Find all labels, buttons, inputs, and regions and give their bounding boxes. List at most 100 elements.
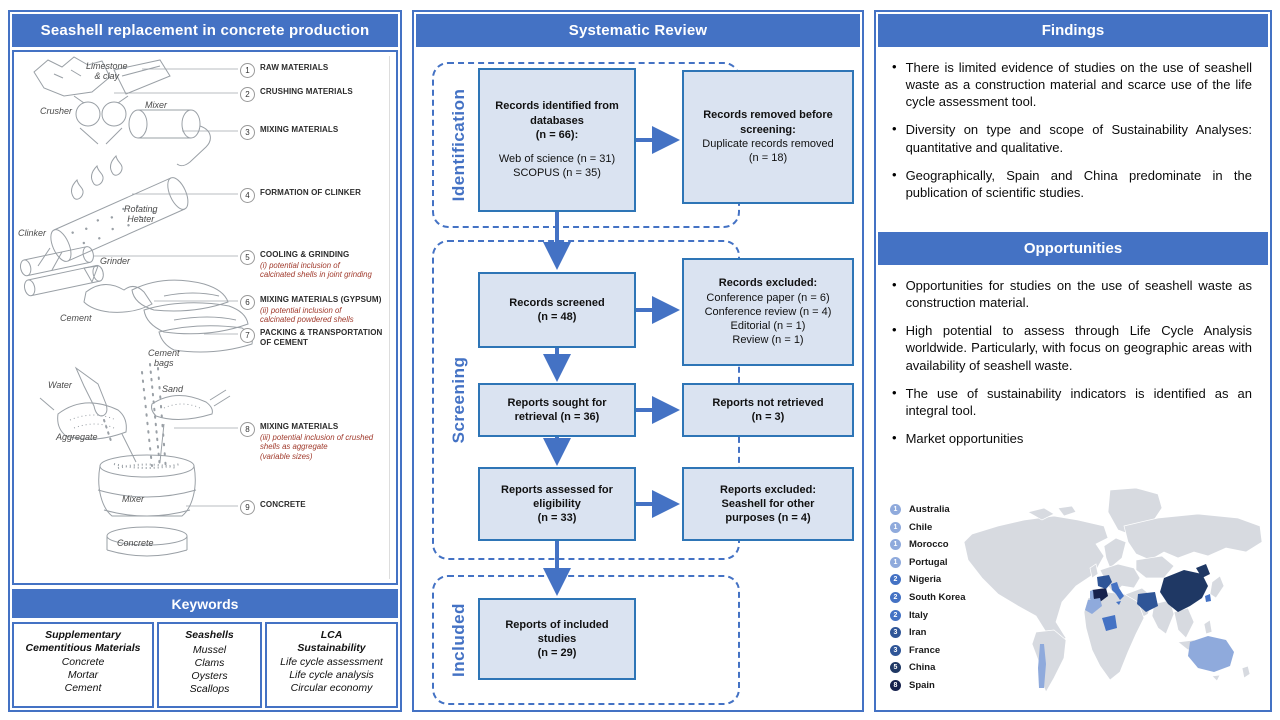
country-south-korea: [1205, 594, 1211, 602]
cement-process-diagram: Limestone & clay Crusher Mixer Rotating …: [12, 50, 398, 585]
box-reports-excluded-other: Reports excluded: Seashell for other pur…: [682, 467, 854, 541]
step-number: 2: [240, 87, 255, 102]
japan: [1209, 575, 1225, 599]
finding-item: •Diversity on type and scope of Sustaina…: [892, 121, 1252, 155]
keyword-group-seashells: Seashells Mussel Clams Oysters Scallops: [157, 622, 262, 708]
process-line-art: [19, 56, 253, 557]
box-records-screened: Records screened (n = 48): [478, 272, 636, 348]
arctic-islands: [1057, 505, 1077, 517]
bullet-dot: •: [892, 322, 897, 338]
label-water: Water: [48, 380, 72, 390]
opportunity-item: •High potential to assess through Life C…: [892, 322, 1252, 373]
central-asia: [1135, 555, 1175, 579]
diagram-edge-line: [389, 56, 390, 579]
step-number: 9: [240, 500, 255, 515]
opportunities-list: •Opportunities for studies on the use of…: [878, 265, 1268, 479]
country-china: [1160, 570, 1208, 612]
arctic-islands: [1027, 507, 1055, 521]
keywords-title: Keywords: [12, 589, 398, 618]
country-spain: [1092, 588, 1108, 602]
scandinavia: [1103, 537, 1127, 569]
step-number: 6: [240, 295, 255, 310]
findings-title: Findings: [878, 14, 1268, 47]
country-morocco: [1085, 598, 1102, 614]
prisma-flow: Identification Screening Included Record: [416, 50, 860, 708]
limestone-clay-drawing: [33, 56, 171, 97]
russia-asia: [1123, 513, 1263, 561]
world-map: [963, 487, 1263, 693]
country-france: [1097, 575, 1112, 589]
process-step-2: 2 CRUSHING MATERIALS: [240, 87, 390, 102]
country-australia: [1188, 636, 1234, 672]
flames: [70, 154, 123, 200]
opportunities-title: Opportunities: [878, 232, 1268, 265]
opportunity-item: •Market opportunities: [892, 430, 1024, 447]
grinder-drawing: [19, 246, 104, 297]
country-sicily: [1116, 601, 1121, 605]
label-crusher: Crusher: [40, 106, 73, 116]
label-limestone-clay: Limestone & clay: [86, 61, 128, 82]
label-cement-bags: Cement bags: [148, 348, 180, 369]
south-america: [1031, 629, 1067, 693]
mixer-drawing: [128, 109, 211, 167]
united-kingdom: [1089, 563, 1099, 579]
pouring-stream: [141, 363, 167, 471]
crusher-drawing: [73, 95, 129, 145]
process-step-9: 9 CONCRETE: [240, 500, 390, 515]
step-number: 1: [240, 63, 255, 78]
country-chile: [1038, 644, 1046, 688]
process-step-3: 3 MIXING MATERIALS: [240, 125, 390, 140]
process-step-6: 6 MIXING MATERIALS (GYPSUM)(ii) potentia…: [240, 295, 390, 325]
highlighted-countries: [1038, 564, 1234, 688]
step-number: 7: [240, 328, 255, 343]
box-reports-sought: Reports sought for retrieval (n = 36): [478, 383, 636, 437]
findings-list: •There is limited evidence of studies on…: [878, 47, 1268, 229]
label-aggregate: Aggregate: [56, 432, 98, 442]
keyword-group-lca: LCA Sustainability Life cycle assessment…: [265, 622, 398, 708]
country-iran: [1137, 592, 1158, 612]
bullet-dot: •: [892, 430, 897, 446]
leader-lines: [94, 68, 238, 507]
process-step-8: 8 MIXING MATERIALS(iii) potential inclus…: [240, 422, 390, 461]
opportunity-item: •The use of sustainability indicators is…: [892, 384, 1252, 418]
bullet-dot: •: [892, 166, 897, 182]
tasmania: [1211, 674, 1221, 682]
aggregate-drawing: [39, 397, 127, 440]
step-number: 4: [240, 188, 255, 203]
box-reports-not-retrieved: Reports not retrieved (n = 3): [682, 383, 854, 437]
label-grinder: Grinder: [100, 256, 131, 266]
label-sand: Sand: [162, 384, 184, 394]
keyword-group-scm: Supplementary Cementitious Materials Con…: [12, 622, 154, 708]
label-mixer-bottom: Mixer: [122, 494, 144, 504]
africa: [1083, 591, 1145, 681]
bullet-dot: •: [892, 384, 897, 400]
included-stage-box: [432, 575, 740, 705]
opportunity-item: •Opportunities for studies on the use of…: [892, 277, 1252, 311]
country-portugal: [1090, 590, 1094, 601]
process-step-4: 4 FORMATION OF CLINKER: [240, 188, 390, 203]
box-records-excluded: Records excluded: Conference paper (n = …: [682, 258, 854, 366]
concrete-mixer-drawing: [97, 423, 197, 557]
step-number: 3: [240, 125, 255, 140]
label-cement: Cement: [60, 313, 92, 323]
country-china-northeast: [1196, 564, 1210, 578]
panel-concrete-production: Seashell replacement in concrete product…: [8, 10, 402, 712]
process-step-7: 7 PACKING & TRANSPORTATION OF CEMENT: [240, 328, 390, 349]
north-america: [963, 515, 1109, 645]
label-mixer-top: Mixer: [145, 100, 167, 110]
box-reports-included: Reports of included studies (n = 29): [478, 598, 636, 680]
rotating-heater-drawing: [37, 154, 189, 271]
bullet-dot: •: [892, 277, 897, 292]
middle-panel-title: Systematic Review: [416, 14, 860, 47]
